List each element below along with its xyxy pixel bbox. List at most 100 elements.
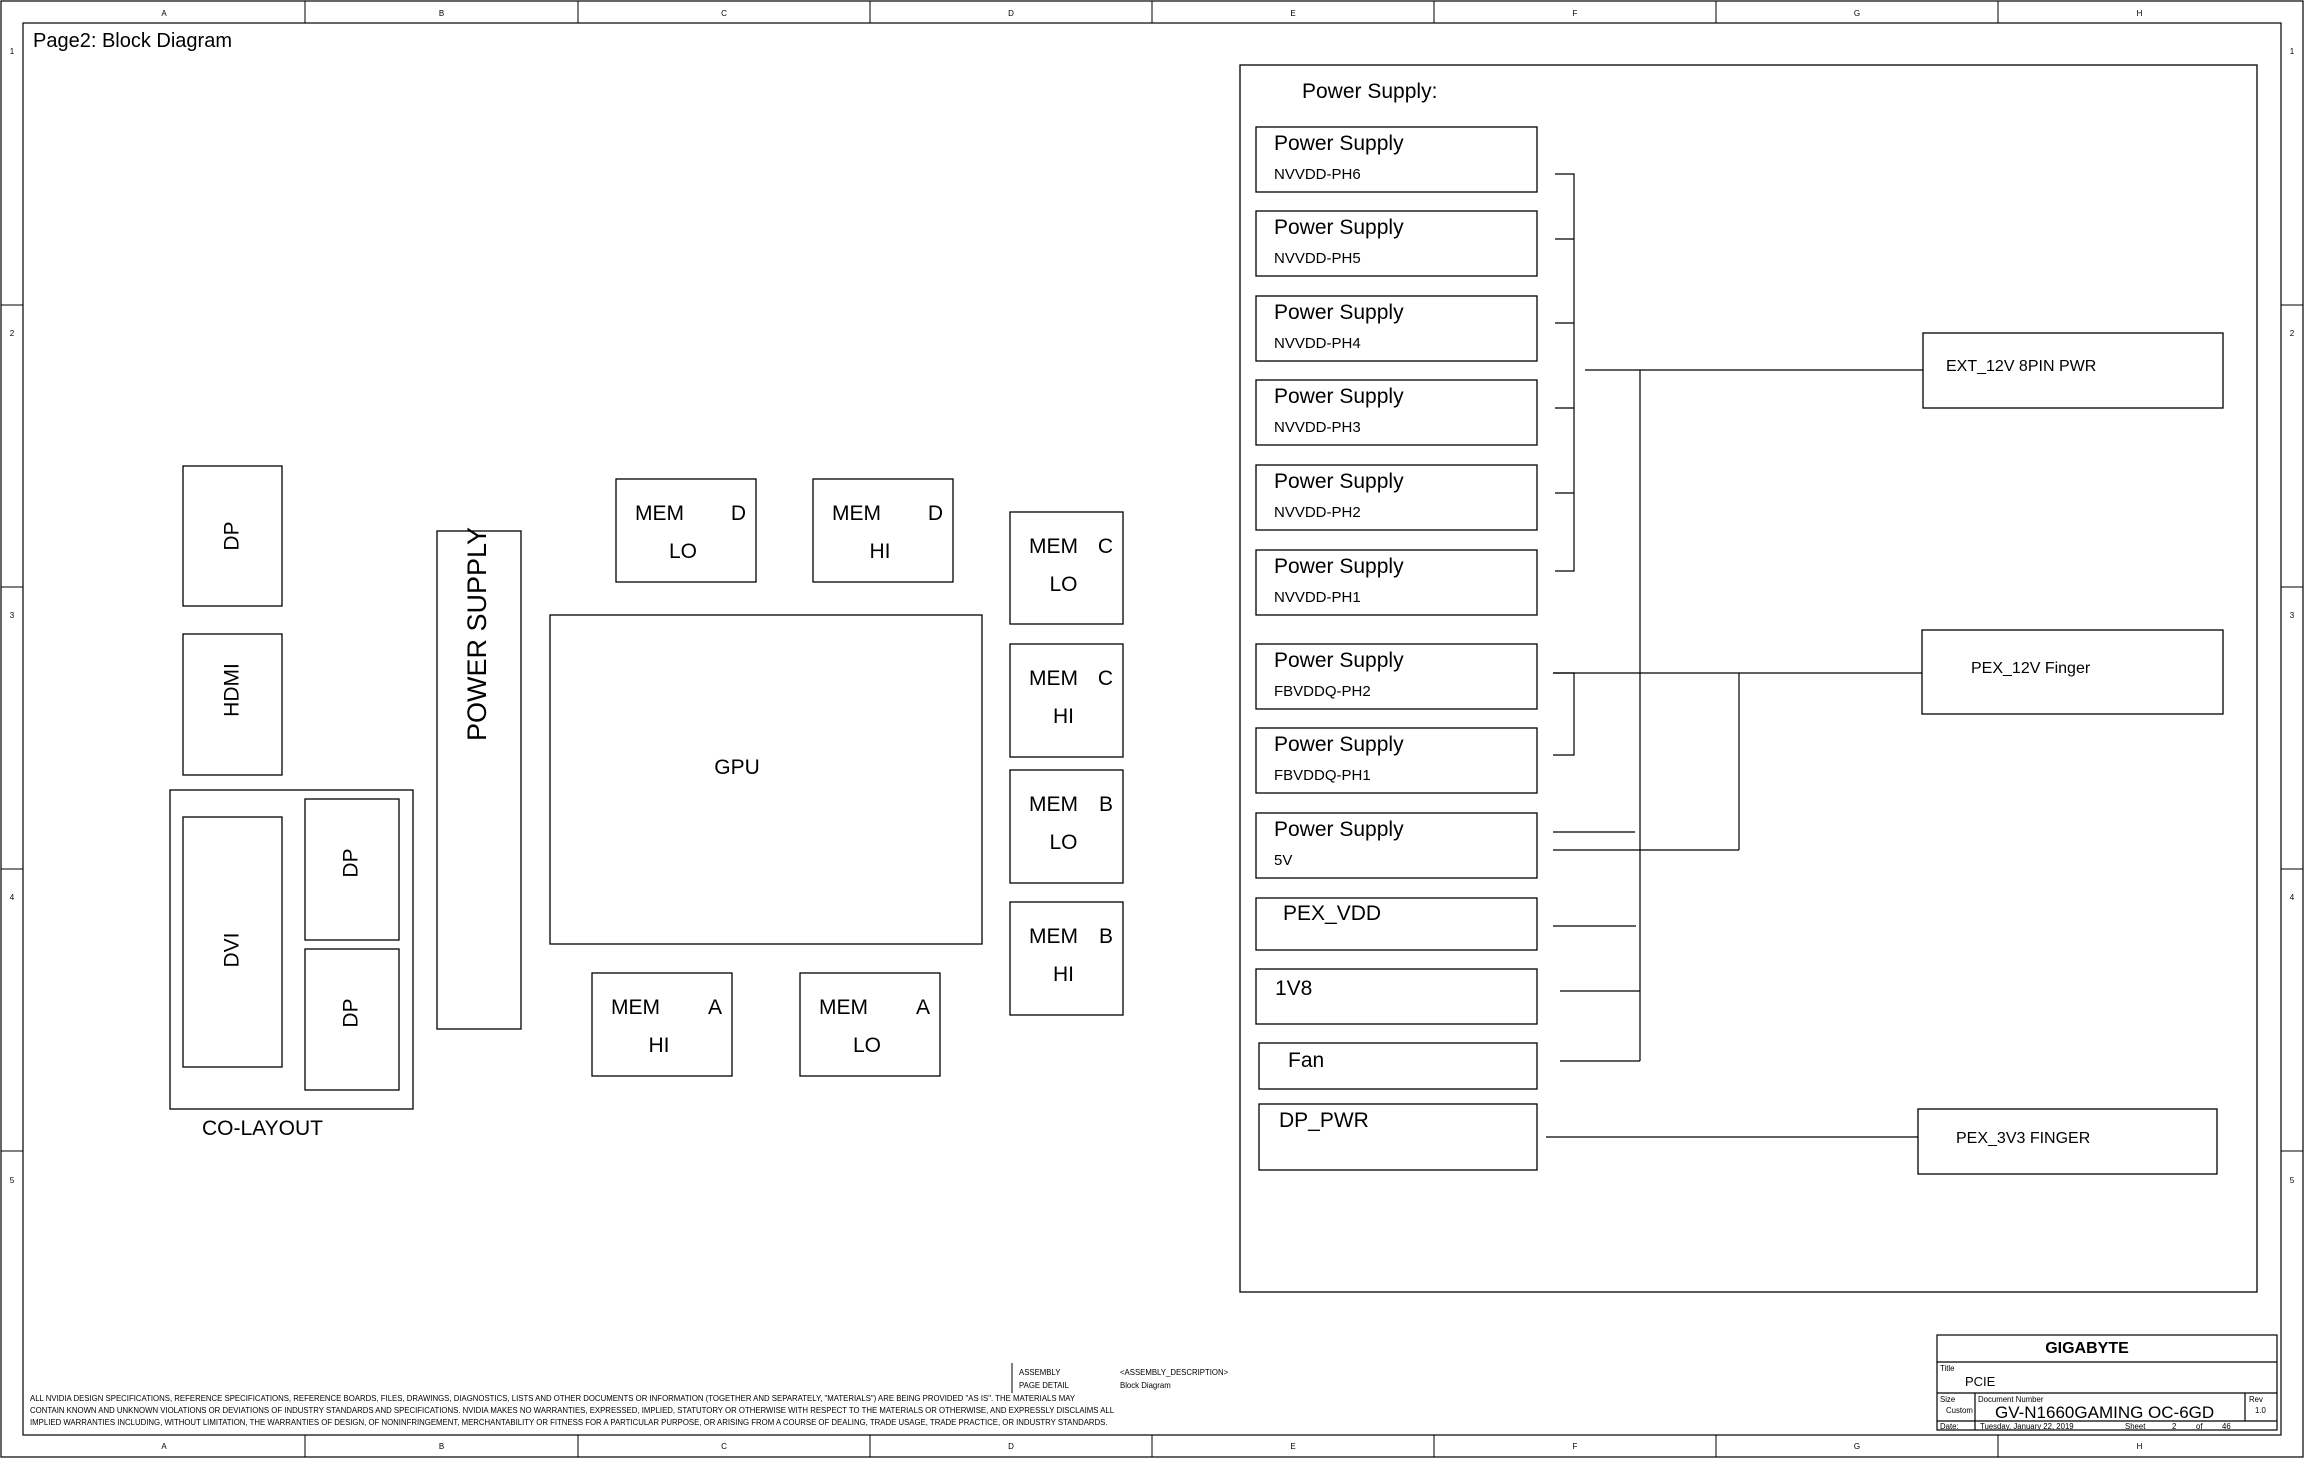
border-col-label: H	[2137, 1442, 2143, 1451]
page-detail-value: Block Diagram	[1120, 1381, 1171, 1390]
company-name: GIGABYTE	[2045, 1340, 2129, 1357]
power-supply-title: Power Supply	[1274, 470, 1404, 493]
mem-d-lo-box	[615, 478, 757, 583]
dp-pwr-label: DP_PWR	[1279, 1109, 1369, 1132]
page-detail-label: PAGE DETAIL	[1019, 1381, 1070, 1390]
border-col-label: B	[439, 9, 444, 18]
assembly-label: ASSEMBLY	[1019, 1368, 1061, 1377]
mem-position: LO	[853, 1034, 881, 1057]
rev-value: 1.0	[2255, 1406, 2267, 1415]
mem-channel: A	[708, 996, 722, 1019]
power-supply-box	[1255, 379, 1538, 446]
border-row-label: 3	[2290, 611, 2295, 620]
pex-3v3-box	[1917, 1108, 2218, 1175]
assembly-value: <ASSEMBLY_DESCRIPTION>	[1120, 1368, 1229, 1377]
size-value: Custom	[1946, 1406, 1973, 1415]
pex-12v-box	[1921, 629, 2224, 715]
power-supply-title: Power Supply	[1274, 555, 1404, 578]
doc-value: GV-N1660GAMING OC-6GD	[1995, 1403, 2214, 1422]
mem-label: MEM	[1029, 535, 1078, 558]
power-supply-vertical-label: POWER SUPPLY	[462, 527, 492, 741]
power-supply-box	[1255, 210, 1538, 277]
power-supply-box	[1255, 549, 1538, 616]
dp-top-box	[182, 465, 283, 607]
fan-label: Fan	[1288, 1049, 1324, 1072]
mem-label: MEM	[1029, 667, 1078, 690]
size-label: Size	[1940, 1395, 1955, 1404]
power-panel	[1239, 64, 2258, 1293]
border-col-label: A	[161, 1442, 167, 1451]
border-row-label: 3	[10, 611, 15, 620]
mem-d-hi-box	[812, 478, 954, 583]
mem-channel: B	[1099, 925, 1113, 948]
date-label: Date:	[1940, 1422, 1959, 1431]
power-supply-box	[1255, 126, 1538, 193]
mem-position: HI	[870, 540, 891, 563]
power-supply-rail: NVVDD-PH5	[1274, 250, 1361, 267]
power-panel-title: Power Supply:	[1302, 80, 1437, 103]
border-col-label: E	[1290, 9, 1295, 18]
gpu-box	[549, 614, 983, 945]
border-row-label: 2	[2290, 329, 2295, 338]
hdmi-label: HDMI	[221, 663, 244, 717]
disclaimer-line-2: CONTAIN KNOWN AND UNKNOWN VIOLATIONS OR …	[30, 1406, 1115, 1415]
power-supply-title: Power Supply	[1274, 818, 1404, 841]
border-row-label: 1	[2290, 47, 2295, 56]
title-block	[1936, 1334, 2278, 1431]
power-supply-box	[1255, 643, 1538, 710]
title-label: Title	[1940, 1364, 1954, 1373]
mem-a-hi-block: MEM A HI	[591, 972, 733, 1077]
pex-12v-label: PEX_12V Finger	[1971, 660, 2091, 677]
power-supply-rail: NVVDD-PH1	[1274, 589, 1361, 606]
power-supply-title: Power Supply	[1274, 733, 1404, 756]
border-col-label: H	[2137, 9, 2143, 18]
dp-mid-label: DP	[340, 848, 363, 877]
mem-label: MEM	[635, 502, 684, 525]
power-supply-box	[1255, 464, 1538, 531]
mem-position: LO	[1049, 573, 1077, 596]
mem-position: LO	[669, 540, 697, 563]
mem-d-lo-block: MEM D LO	[615, 478, 757, 583]
mem-b-hi-box	[1009, 901, 1124, 1016]
mem-channel: D	[731, 502, 746, 525]
border-row-label: 4	[2290, 893, 2295, 902]
co-layout-box	[169, 789, 414, 1110]
border-col-label: F	[1573, 1442, 1578, 1451]
border-row-label: 5	[10, 1176, 15, 1185]
output-connectors	[169, 465, 414, 1110]
mem-position: HI	[1053, 963, 1074, 986]
misc-supply-boxes	[1255, 332, 2224, 1175]
date-value: Tuesday, January 22, 2019	[1980, 1422, 2074, 1431]
dp-pwr-box	[1258, 1103, 1538, 1171]
mem-a-hi-box	[591, 972, 733, 1077]
border-row-label: 4	[10, 893, 15, 902]
mem-a-lo-box	[799, 972, 941, 1077]
disclaimer-line-3: IMPLIED WARRANTIES INCLUDING, WITHOUT LI…	[30, 1418, 1108, 1427]
mem-c-hi-box	[1009, 643, 1124, 758]
mem-position: HI	[1053, 705, 1074, 728]
v1v8-label: 1V8	[1275, 977, 1312, 1000]
border-col-label: C	[721, 1442, 727, 1451]
v1v8-box	[1255, 968, 1538, 1025]
mem-label: MEM	[611, 996, 660, 1019]
co-layout-label: CO-LAYOUT	[202, 1117, 323, 1140]
power-supply-box	[1255, 812, 1538, 879]
mem-c-lo-box	[1009, 511, 1124, 625]
mem-position: HI	[649, 1034, 670, 1057]
power-supply-title: Power Supply	[1274, 301, 1404, 324]
pex-vdd-label: PEX_VDD	[1283, 902, 1381, 925]
power-supply-rail: NVVDD-PH4	[1274, 335, 1361, 352]
border-col-label: G	[1854, 9, 1860, 18]
